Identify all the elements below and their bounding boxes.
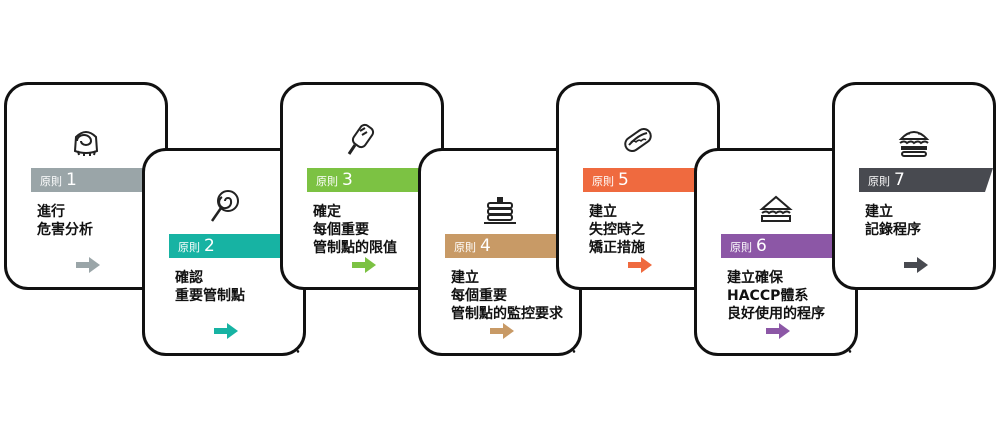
step-title-line: 記錄程序 — [865, 222, 921, 238]
step-title-line: 確認 — [175, 270, 203, 286]
step-title: 建立每個重要管制點的監控要求 — [451, 269, 573, 323]
arrow-right-icon — [76, 257, 100, 273]
step-title-line: HACCP體系 — [727, 288, 809, 304]
lollipop-icon — [145, 187, 303, 227]
arrow-right-icon — [490, 323, 514, 339]
pancakes-icon — [421, 187, 579, 227]
step-title: 確定每個重要管制點的限值 — [313, 203, 435, 257]
step-title-line: 管制點的監控要求 — [451, 306, 563, 322]
principle-banner: 原則 5 — [583, 168, 717, 192]
principle-number: 6 — [756, 236, 767, 256]
principle-number: 4 — [480, 236, 491, 256]
principle-label: 原則 — [868, 175, 890, 188]
step-title-line: 建立 — [589, 204, 617, 220]
burger-icon — [835, 121, 993, 161]
step-title-line: 每個重要 — [451, 288, 507, 304]
arrow-right-icon — [766, 323, 790, 339]
step-title-line: 管制點的限值 — [313, 240, 397, 256]
principle-label: 原則 — [178, 241, 200, 254]
principle-label: 原則 — [454, 241, 476, 254]
principle-number: 7 — [894, 170, 905, 190]
sandwich-icon — [697, 187, 855, 227]
step-title-line: 建立確保 — [727, 270, 783, 286]
step-title: 確認重要管制點 — [175, 269, 297, 305]
ice-cream-bar-icon — [283, 121, 441, 161]
step-title-line: 確定 — [313, 204, 341, 220]
principle-label: 原則 — [730, 241, 752, 254]
principle-label: 原則 — [316, 175, 338, 188]
arrow-right-icon — [214, 323, 238, 339]
principle-banner: 原則 3 — [307, 168, 441, 192]
arrow-right-icon — [352, 257, 376, 273]
principle-number: 5 — [618, 170, 629, 190]
step-title: 建立失控時之矯正措施 — [589, 203, 711, 257]
step-title-line: 良好使用的程序 — [727, 306, 825, 322]
principle-banner: 原則 4 — [445, 234, 579, 258]
principle-number: 1 — [66, 170, 77, 190]
step-title: 建立記錄程序 — [865, 203, 987, 239]
step-title-line: 建立 — [865, 204, 893, 220]
arrow-right-icon — [904, 257, 928, 273]
step-title-line: 失控時之 — [589, 222, 645, 238]
principle-number: 3 — [342, 170, 353, 190]
hot-dog-icon — [559, 121, 717, 161]
principle-banner: 原則 7 — [859, 168, 993, 192]
step-title-line: 建立 — [451, 270, 479, 286]
principle-number: 2 — [204, 236, 215, 256]
principle-banner: 原則 1 — [31, 168, 165, 192]
arrow-right-icon — [628, 257, 652, 273]
cinnamon-roll-icon — [7, 121, 165, 161]
step-title: 進行危害分析 — [37, 203, 159, 239]
principle-banner: 原則 6 — [721, 234, 855, 258]
principle-label: 原則 — [40, 175, 62, 188]
step-title-line: 每個重要 — [313, 222, 369, 238]
principle-banner: 原則 2 — [169, 234, 303, 258]
step-title-line: 危害分析 — [37, 222, 93, 238]
step-title-line: 進行 — [37, 204, 65, 220]
step-title-line: 矯正措施 — [589, 240, 645, 256]
step-title: 建立確保 HACCP體系良好使用的程序 — [727, 269, 849, 323]
step-title-line: 重要管制點 — [175, 288, 245, 304]
principle-label: 原則 — [592, 175, 614, 188]
